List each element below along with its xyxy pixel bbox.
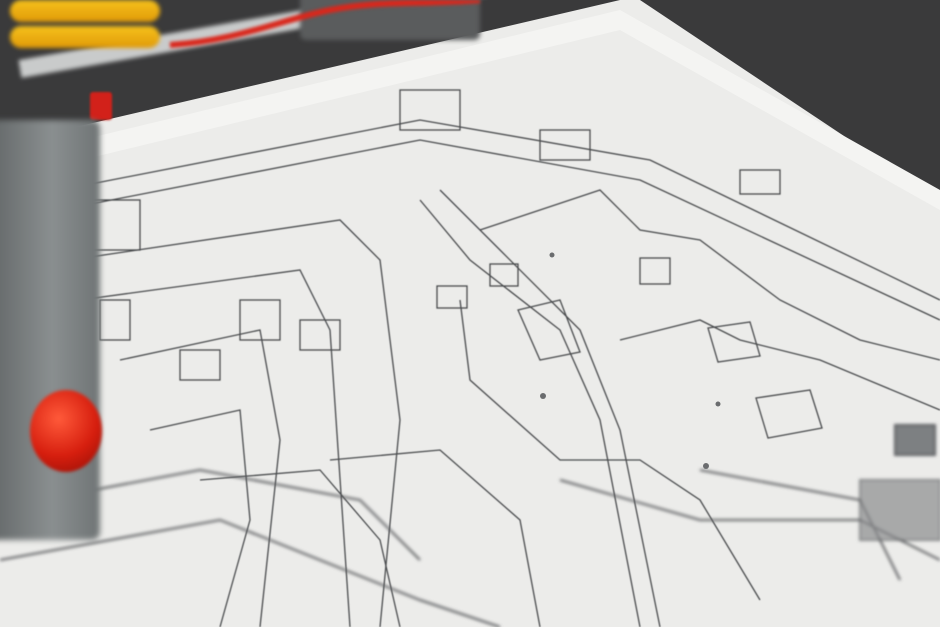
yellow-coil	[10, 0, 160, 80]
red-clip	[90, 92, 112, 120]
top-device	[300, 0, 480, 40]
red-wire	[169, 0, 481, 48]
grey-enclosure	[0, 120, 100, 540]
red-push-button	[30, 390, 102, 472]
